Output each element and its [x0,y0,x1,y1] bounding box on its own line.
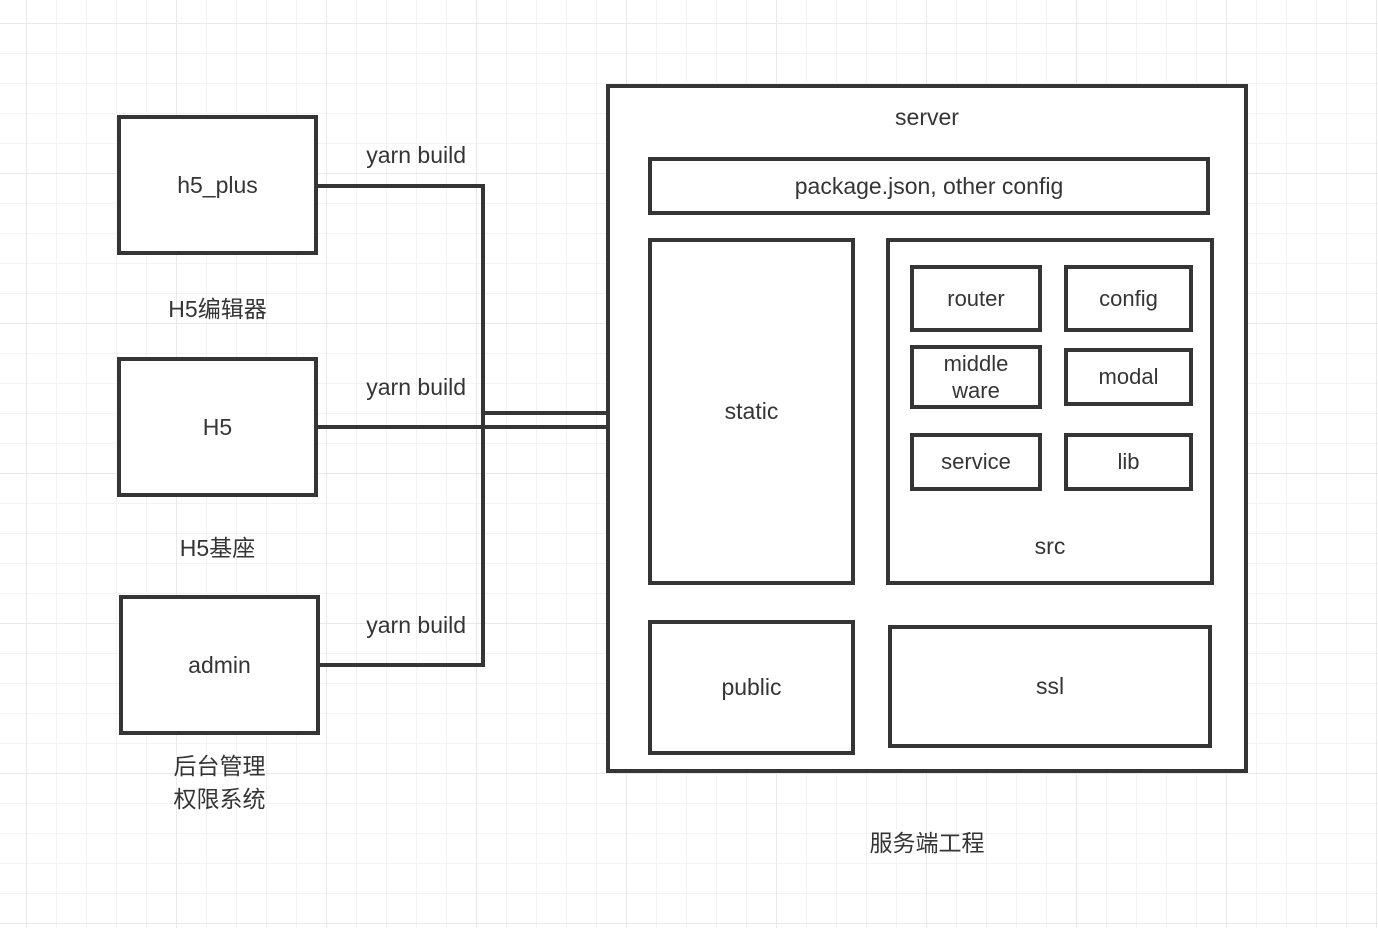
node-h5-label: H5 [202,413,233,440]
node-lib: lib [1064,433,1193,491]
node-service: service [910,433,1042,491]
node-static: static [648,238,855,585]
node-middleware: middle ware [910,345,1042,409]
node-ssl: ssl [888,625,1212,748]
modal-label: modal [1098,364,1159,390]
caption-server-project: 服务端工程 [869,830,985,856]
node-server: server package.json, other config static… [606,84,1248,773]
caption-h5-base: H5基座 [179,535,256,561]
public-label: public [721,674,782,701]
middleware-label: middle ware [943,350,1009,404]
router-label: router [947,285,1005,311]
node-public: public [648,620,855,755]
server-title: server [895,104,959,130]
edge-label-yarn-build-1: yarn build [366,142,466,168]
node-router: router [910,265,1042,332]
node-modal: modal [1064,348,1193,406]
package-json-label: package.json, other config [794,172,1064,199]
lib-label: lib [1117,449,1140,475]
src-group-label: src [1034,533,1066,559]
caption-admin-system: 后台管理 权限系统 [173,753,266,812]
edge-label-yarn-build-3: yarn build [366,612,466,638]
node-admin: admin [119,595,320,735]
node-admin-label: admin [188,651,251,678]
node-package-json-config: package.json, other config [648,157,1210,215]
node-h5: H5 [117,357,318,497]
node-src-group: router config middle ware modal service … [886,238,1214,585]
service-label: service [941,449,1011,475]
caption-h5-editor: H5编辑器 [168,296,267,322]
config-label: config [1099,285,1158,311]
node-config: config [1064,265,1193,332]
edge-label-yarn-build-2: yarn build [366,374,466,400]
node-h5-plus-label: h5_plus [177,171,258,198]
connector-h5plus-admin-rail [318,184,485,667]
node-h5-plus: h5_plus [117,115,318,255]
ssl-label: ssl [1035,673,1065,700]
static-label: static [724,398,779,425]
